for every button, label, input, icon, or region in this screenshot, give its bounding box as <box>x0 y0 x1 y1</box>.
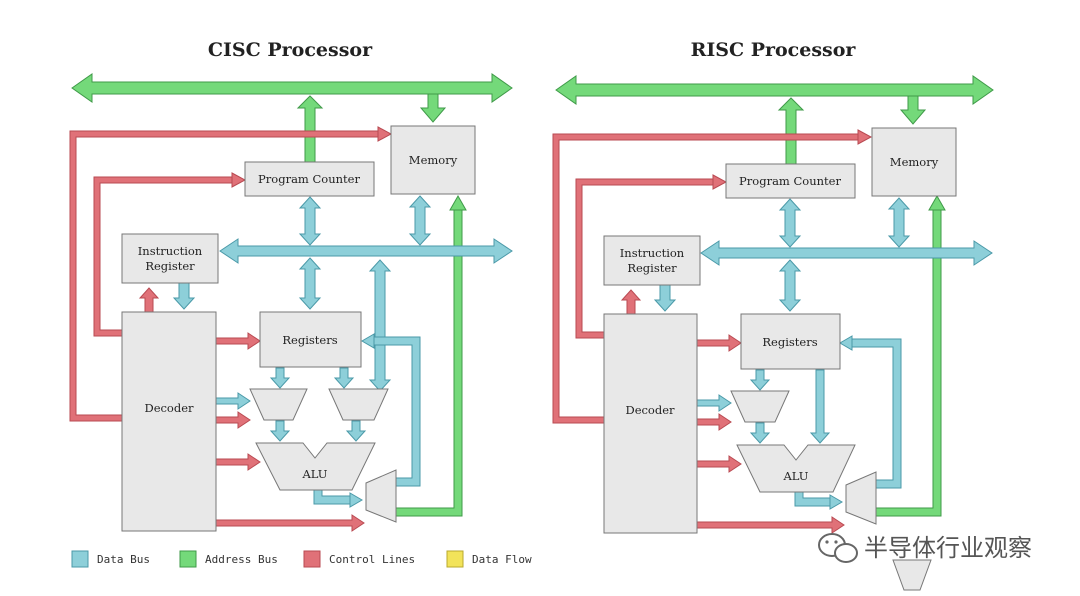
cisc-decoder-to-output-mux-control <box>215 514 365 532</box>
cisc-decoder-label: Decoder <box>144 401 194 415</box>
cisc-instruction-register-label-line1: Instruction <box>138 244 203 258</box>
cisc-mux-left <box>249 388 308 421</box>
cisc-program-counter-label: Program Counter <box>258 172 360 186</box>
risc-diagram: RISC Processor Memory <box>552 39 994 534</box>
cisc-decoder-to-mux-data <box>215 392 251 410</box>
risc-memory-bus-link <box>887 197 911 248</box>
risc-mux-to-alu <box>749 422 771 444</box>
cisc-bus-to-ir <box>172 282 196 310</box>
cisc-pc-bus-link <box>298 196 322 246</box>
cisc-registers-bus-link <box>298 257 322 310</box>
risc-alu-label: ALU <box>782 469 808 483</box>
risc-title: RISC Processor <box>691 39 857 61</box>
cisc-alu-label: ALU <box>301 467 327 481</box>
risc-instruction-register-label-line1: Instruction <box>620 246 685 260</box>
cisc-alu-block <box>255 442 376 491</box>
cisc-registers-block <box>259 311 362 368</box>
risc-decoder-to-mux-data <box>696 394 732 412</box>
cisc-registers-label: Registers <box>282 333 337 347</box>
legend: Data Bus Address Bus Control Lines Data … <box>71 550 532 568</box>
watermark: 半导体行业观察 <box>818 533 1032 563</box>
risc-program-counter-block <box>725 163 856 199</box>
cisc-decoder-block <box>121 311 217 532</box>
risc-registers-label: Registers <box>762 335 817 349</box>
cisc-bus-to-mux-right <box>368 259 392 392</box>
cisc-mux-right <box>328 388 389 421</box>
risc-decoder-to-mux-control <box>696 413 732 431</box>
cisc-mux-right-to-alu <box>345 420 367 442</box>
risc-registers-to-mux <box>749 369 771 391</box>
legend-label-data-flow: Data Flow <box>472 553 532 566</box>
legend-swatch-data-flow <box>446 550 464 568</box>
risc-instruction-register-label-line2: Register <box>627 261 677 275</box>
risc-registers-to-alu <box>809 369 831 444</box>
risc-registers-block <box>740 313 841 370</box>
cisc-decoder-to-alu-control <box>215 453 261 471</box>
risc-decoder-to-ir-control <box>620 289 642 315</box>
cisc-title: CISC Processor <box>208 39 373 61</box>
cisc-output-mux <box>365 469 397 523</box>
watermark-text: 半导体行业观察 <box>864 534 1032 562</box>
risc-program-counter-label: Program Counter <box>739 174 841 188</box>
cisc-memory-block <box>390 125 476 195</box>
risc-internal-data-bus <box>700 240 993 266</box>
cisc-memory-label: Memory <box>409 153 458 167</box>
wechat-icon <box>818 533 858 563</box>
risc-instruction-register-block <box>603 235 701 286</box>
legend-label-address-bus: Address Bus <box>205 553 278 566</box>
cisc-decoder-to-registers-control <box>215 332 261 350</box>
risc-output-mux-to-registers <box>852 338 902 489</box>
cisc-memory-bus-link <box>408 195 432 246</box>
risc-decoder-to-registers-control <box>696 334 742 352</box>
risc-decoder-to-alu-control <box>696 455 742 473</box>
cisc-instruction-register-block <box>121 233 219 284</box>
cisc-pc-to-bus-arrow <box>296 95 324 163</box>
risc-legend-mux-glyph <box>892 559 932 591</box>
legend-swatch-data-bus <box>71 550 89 568</box>
cisc-registers-to-mux-right <box>333 367 355 389</box>
risc-output-mux <box>845 471 877 525</box>
cisc-decoder-to-ir-control <box>138 287 160 313</box>
cisc-instruction-register-label-line2: Register <box>145 259 195 273</box>
legend-swatch-control-lines <box>303 550 321 568</box>
risc-decoder-to-output-mux-control <box>696 516 845 534</box>
cisc-internal-data-bus <box>219 238 513 264</box>
cisc-registers-to-mux-left <box>269 367 291 389</box>
risc-memory-block <box>871 127 957 197</box>
risc-alu-block <box>736 444 856 493</box>
legend-swatch-address-bus <box>179 550 197 568</box>
cisc-program-counter-block <box>244 161 375 197</box>
risc-pc-to-bus-arrow <box>777 97 805 165</box>
risc-registers-bus-link <box>778 259 802 312</box>
risc-decoder-block <box>603 313 698 534</box>
cisc-mux-left-to-alu <box>269 420 291 442</box>
risc-pc-bus-link <box>778 198 802 248</box>
cisc-address-bus <box>71 73 513 103</box>
cisc-diagram: CISC Processor <box>69 39 513 532</box>
risc-input-mux <box>730 390 790 423</box>
risc-bus-to-memory-arrow <box>899 95 927 125</box>
legend-label-control-lines: Control Lines <box>329 553 415 566</box>
cisc-decoder-to-mux-control <box>215 411 251 429</box>
cisc-bus-to-memory-arrow <box>419 93 447 123</box>
risc-bus-to-ir <box>653 284 677 312</box>
legend-label-data-bus: Data Bus <box>97 553 150 566</box>
risc-address-bus <box>555 75 994 105</box>
risc-memory-label: Memory <box>890 155 939 169</box>
risc-decoder-label: Decoder <box>625 403 675 417</box>
